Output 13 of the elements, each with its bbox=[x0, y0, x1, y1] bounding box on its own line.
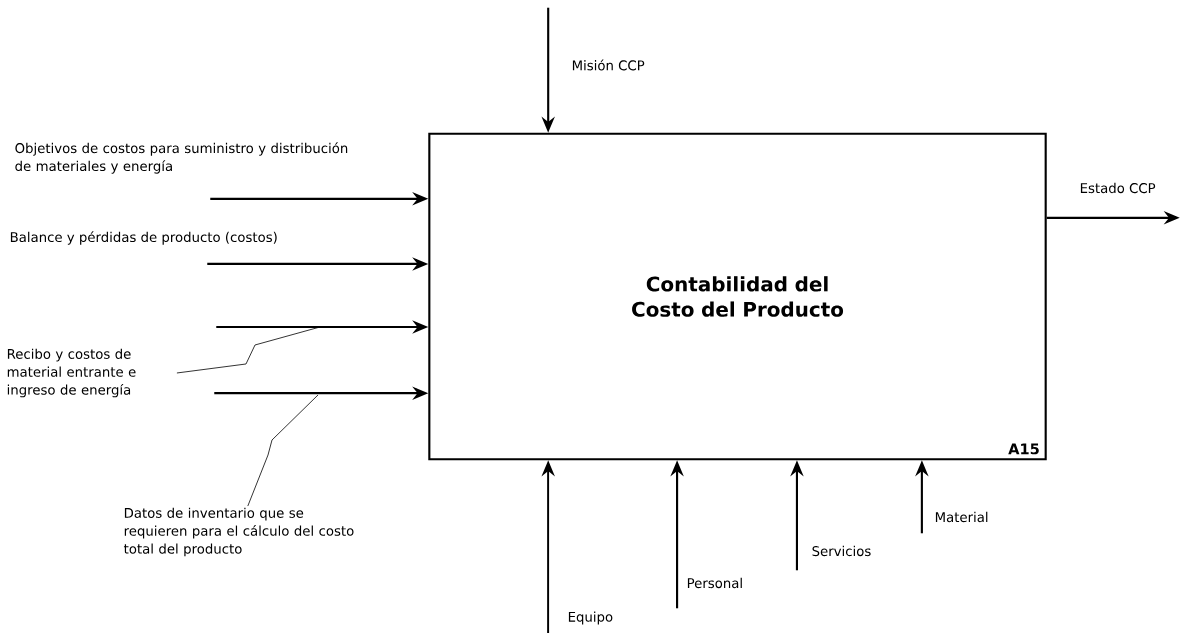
edge-label: Personal bbox=[687, 577, 742, 589]
edge-label: Balance y pérdidas de producto (costos) bbox=[10, 231, 277, 245]
edge-label: Estado CCP bbox=[1080, 182, 1156, 194]
node-number: A15 bbox=[1008, 443, 1039, 455]
arrow-label: Datos de inventario que se requieren para el cálculo del costo total del producto bbox=[123, 507, 354, 557]
edge-label: Misión CCP bbox=[572, 59, 645, 71]
edge-label: Material bbox=[935, 511, 988, 523]
edge-label: Objetivos de costos para suministro y distribución de materiales y energía bbox=[15, 142, 348, 174]
leader-line bbox=[247, 394, 319, 507]
edge-label: Equipo bbox=[568, 611, 613, 625]
edge-label: Servicios bbox=[812, 545, 871, 557]
leader-line bbox=[176, 326, 321, 374]
arrow-label: Recibo y costos de material entrante e ingreso de energía bbox=[7, 348, 136, 398]
